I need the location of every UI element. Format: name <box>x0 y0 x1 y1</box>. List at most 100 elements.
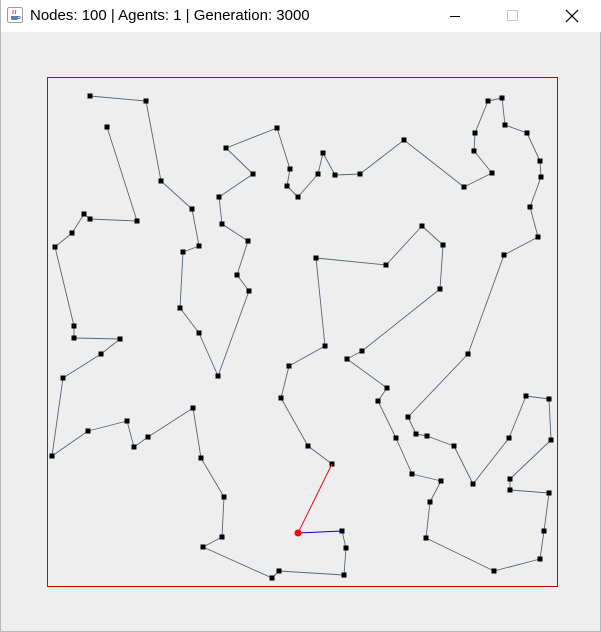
close-button[interactable] <box>548 0 594 32</box>
tour-edge <box>71 213 85 234</box>
graph-node <box>465 351 471 357</box>
maximize-icon <box>507 10 518 21</box>
tour-edge <box>543 492 550 532</box>
graph-node <box>535 234 541 240</box>
graph-node <box>523 393 529 399</box>
tour-edge <box>548 398 552 441</box>
tour-edge <box>280 365 290 399</box>
graph-node <box>117 336 123 342</box>
tour-edge <box>539 530 545 560</box>
tour-edge <box>147 407 194 438</box>
graph-node <box>461 184 467 190</box>
tour-edge <box>182 245 200 253</box>
graph-node <box>320 150 326 156</box>
tour-edge <box>473 132 476 152</box>
graph-node <box>375 398 381 404</box>
graph-node <box>219 534 225 540</box>
tour-edge <box>359 139 405 175</box>
tour-edge <box>426 435 455 447</box>
graph-node <box>215 373 221 379</box>
maximize-button[interactable] <box>490 0 536 32</box>
tour-edge <box>429 480 442 503</box>
graph-node <box>357 171 363 177</box>
graph-node <box>190 405 196 411</box>
graph-node <box>131 444 137 450</box>
tour-edge <box>439 244 444 290</box>
graph-node <box>502 122 508 128</box>
tour-edge <box>425 537 495 572</box>
graph-node <box>196 243 202 249</box>
graph-node <box>322 343 328 349</box>
graph-node <box>419 223 425 229</box>
tour-edge <box>453 445 474 485</box>
graph-node <box>286 363 292 369</box>
minimize-icon <box>450 16 460 17</box>
graph-node <box>359 348 365 354</box>
tour-edge <box>315 257 387 266</box>
graph-node <box>180 249 186 255</box>
tour-edge <box>89 95 147 102</box>
graph-node <box>538 174 544 180</box>
tour-edge <box>503 236 539 256</box>
tour-edge <box>100 338 121 355</box>
tour-edge <box>51 430 89 457</box>
tour-edge <box>192 407 202 459</box>
tour-edge <box>493 558 541 572</box>
graph-node <box>440 242 446 248</box>
graph-node <box>223 145 229 151</box>
graph-node <box>384 385 390 391</box>
tour-edge <box>539 160 542 178</box>
tour-edge <box>126 420 135 448</box>
graph-node <box>305 443 311 449</box>
simulation-canvas <box>1 32 601 632</box>
graph-node <box>196 330 202 336</box>
tour-edge <box>297 173 319 198</box>
graph-node <box>104 124 110 130</box>
graph-node <box>341 572 347 578</box>
graph-node <box>276 568 282 574</box>
graph-node <box>216 194 222 200</box>
graph-node <box>438 478 444 484</box>
graph-node <box>177 305 183 311</box>
graph-node <box>499 95 505 101</box>
tour-edge <box>508 395 527 439</box>
tour-edge <box>361 288 441 352</box>
graph-node <box>401 137 407 143</box>
tour-edge <box>62 353 102 379</box>
tour-edge <box>315 257 326 347</box>
tour-path <box>51 95 552 579</box>
tour-edge <box>421 225 444 246</box>
tour-edge <box>202 546 273 579</box>
world-boundary <box>47 77 558 587</box>
tour-edge <box>236 274 250 292</box>
graph-node <box>424 433 430 439</box>
graph-node <box>71 323 77 329</box>
graph-node <box>287 166 293 172</box>
tour-edge <box>472 437 510 485</box>
simulation-svg <box>47 77 558 587</box>
graph-node <box>219 221 225 227</box>
graph-node <box>470 481 476 487</box>
tour-edge <box>411 473 442 482</box>
graph-node <box>278 395 284 401</box>
tour-edge <box>473 150 493 174</box>
graph-node <box>546 490 552 496</box>
graph-node <box>98 351 104 357</box>
graph-node <box>200 544 206 550</box>
tour-edge <box>51 377 64 457</box>
tour-edge <box>407 353 469 418</box>
tour-edge <box>463 172 493 188</box>
graph-node <box>313 255 319 261</box>
graph-node <box>343 545 349 551</box>
graph-node <box>49 453 55 459</box>
title-bar[interactable]: Nodes: 100 | Agents: 1 | Generation: 300… <box>1 0 601 32</box>
graph-node <box>143 98 149 104</box>
graph-node <box>234 272 240 278</box>
tour-edge <box>343 547 347 576</box>
tour-edge <box>467 254 505 355</box>
graph-node <box>537 556 543 562</box>
graph-node <box>472 130 478 136</box>
minimize-button[interactable] <box>432 0 478 32</box>
graph-node <box>189 206 195 212</box>
